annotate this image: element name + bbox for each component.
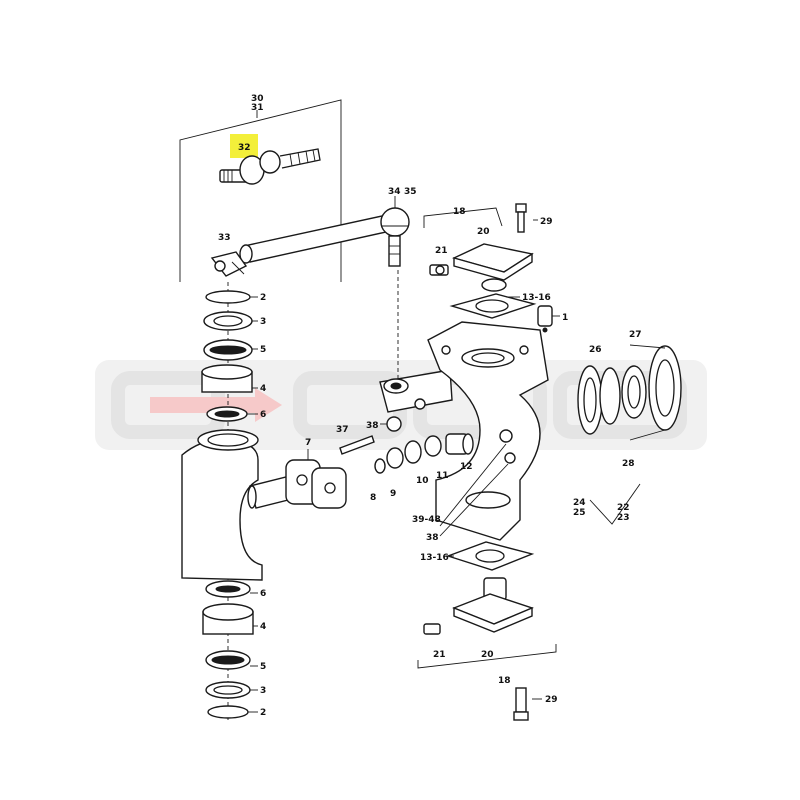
callout-38-upper: 38 — [366, 421, 379, 431]
callout-22: 22 — [617, 503, 630, 513]
callout-9: 9 — [390, 489, 396, 499]
callout-6-lower: 6 — [260, 589, 266, 599]
callout-4-upper: 4 — [260, 384, 266, 394]
callout-11: 11 — [436, 471, 449, 481]
tie-rod-bracket — [179, 99, 342, 282]
callout-32: 32 — [238, 143, 251, 153]
upper-kingpin-cap — [423, 203, 537, 319]
steering-knuckle — [427, 321, 549, 541]
callout-21-upper: 21 — [435, 246, 448, 256]
callout-20-lower: 20 — [481, 650, 494, 660]
highlight-callout-32 — [230, 134, 258, 158]
callout-4-lower: 4 — [260, 622, 266, 632]
callout-27: 27 — [629, 330, 642, 340]
callout-28: 28 — [622, 459, 635, 469]
callout-29-lower: 29 — [545, 695, 558, 705]
callout-7: 7 — [305, 438, 311, 448]
callout-33: 33 — [218, 233, 231, 243]
callout-30: 30 — [251, 94, 264, 104]
callout-13-16-upper: 13-16 — [522, 293, 551, 303]
callout-10: 10 — [416, 476, 429, 486]
callout-37: 37 — [336, 425, 349, 435]
hub-assembly — [577, 344, 682, 441]
universal-joint-part-7 — [247, 449, 347, 509]
steering-arm — [379, 369, 453, 413]
callout-31: 31 — [251, 103, 264, 113]
callout-1: 1 — [562, 313, 568, 323]
callout-5-upper: 5 — [260, 345, 266, 355]
callout-29-upper: 29 — [540, 217, 553, 227]
bracket-22-23 — [589, 483, 641, 525]
grease-fitting-part-1 — [537, 305, 553, 333]
callout-13-16-lower: 13-16 — [420, 553, 449, 563]
callout-3-lower: 3 — [260, 686, 266, 696]
callout-34: 34 — [388, 187, 401, 197]
callout-6-upper: 6 — [260, 410, 266, 420]
callout-23: 23 — [617, 513, 630, 523]
callout-5-lower: 5 — [260, 662, 266, 672]
callout-38-lower: 38 — [426, 533, 439, 543]
left-bearing-stack-upper — [201, 290, 253, 422]
axle-housing — [181, 429, 263, 581]
callout-2-upper: 2 — [260, 293, 266, 303]
callout-20-upper: 20 — [477, 227, 490, 237]
tie-rod-end-part-32 — [219, 134, 321, 185]
callout-3-upper: 3 — [260, 317, 266, 327]
callout-8: 8 — [370, 493, 376, 503]
callout-21-lower: 21 — [433, 650, 446, 660]
left-bearing-stack-lower — [202, 580, 254, 719]
callout-35: 35 — [404, 187, 417, 197]
callout-2-lower: 2 — [260, 708, 266, 718]
callout-18-lower: 18 — [498, 676, 511, 686]
tie-rod-tube — [210, 215, 387, 277]
lower-kingpin-cap — [417, 541, 557, 721]
callout-24: 24 — [573, 498, 586, 508]
callout-39-48: 39-48 — [412, 515, 441, 525]
pin-and-washers — [339, 416, 474, 474]
ball-joint-part-34-35 — [380, 196, 410, 267]
callout-26: 26 — [589, 345, 602, 355]
callout-18-upper: 18 — [453, 207, 466, 217]
callout-labels: 30 31 32 33 34 35 18 29 21 20 13-16 1 2 … — [218, 94, 642, 718]
watermark-text: COMPO — [678, 441, 701, 448]
callout-25: 25 — [573, 508, 586, 518]
leader-lines — [247, 219, 560, 713]
callout-12: 12 — [460, 462, 473, 472]
